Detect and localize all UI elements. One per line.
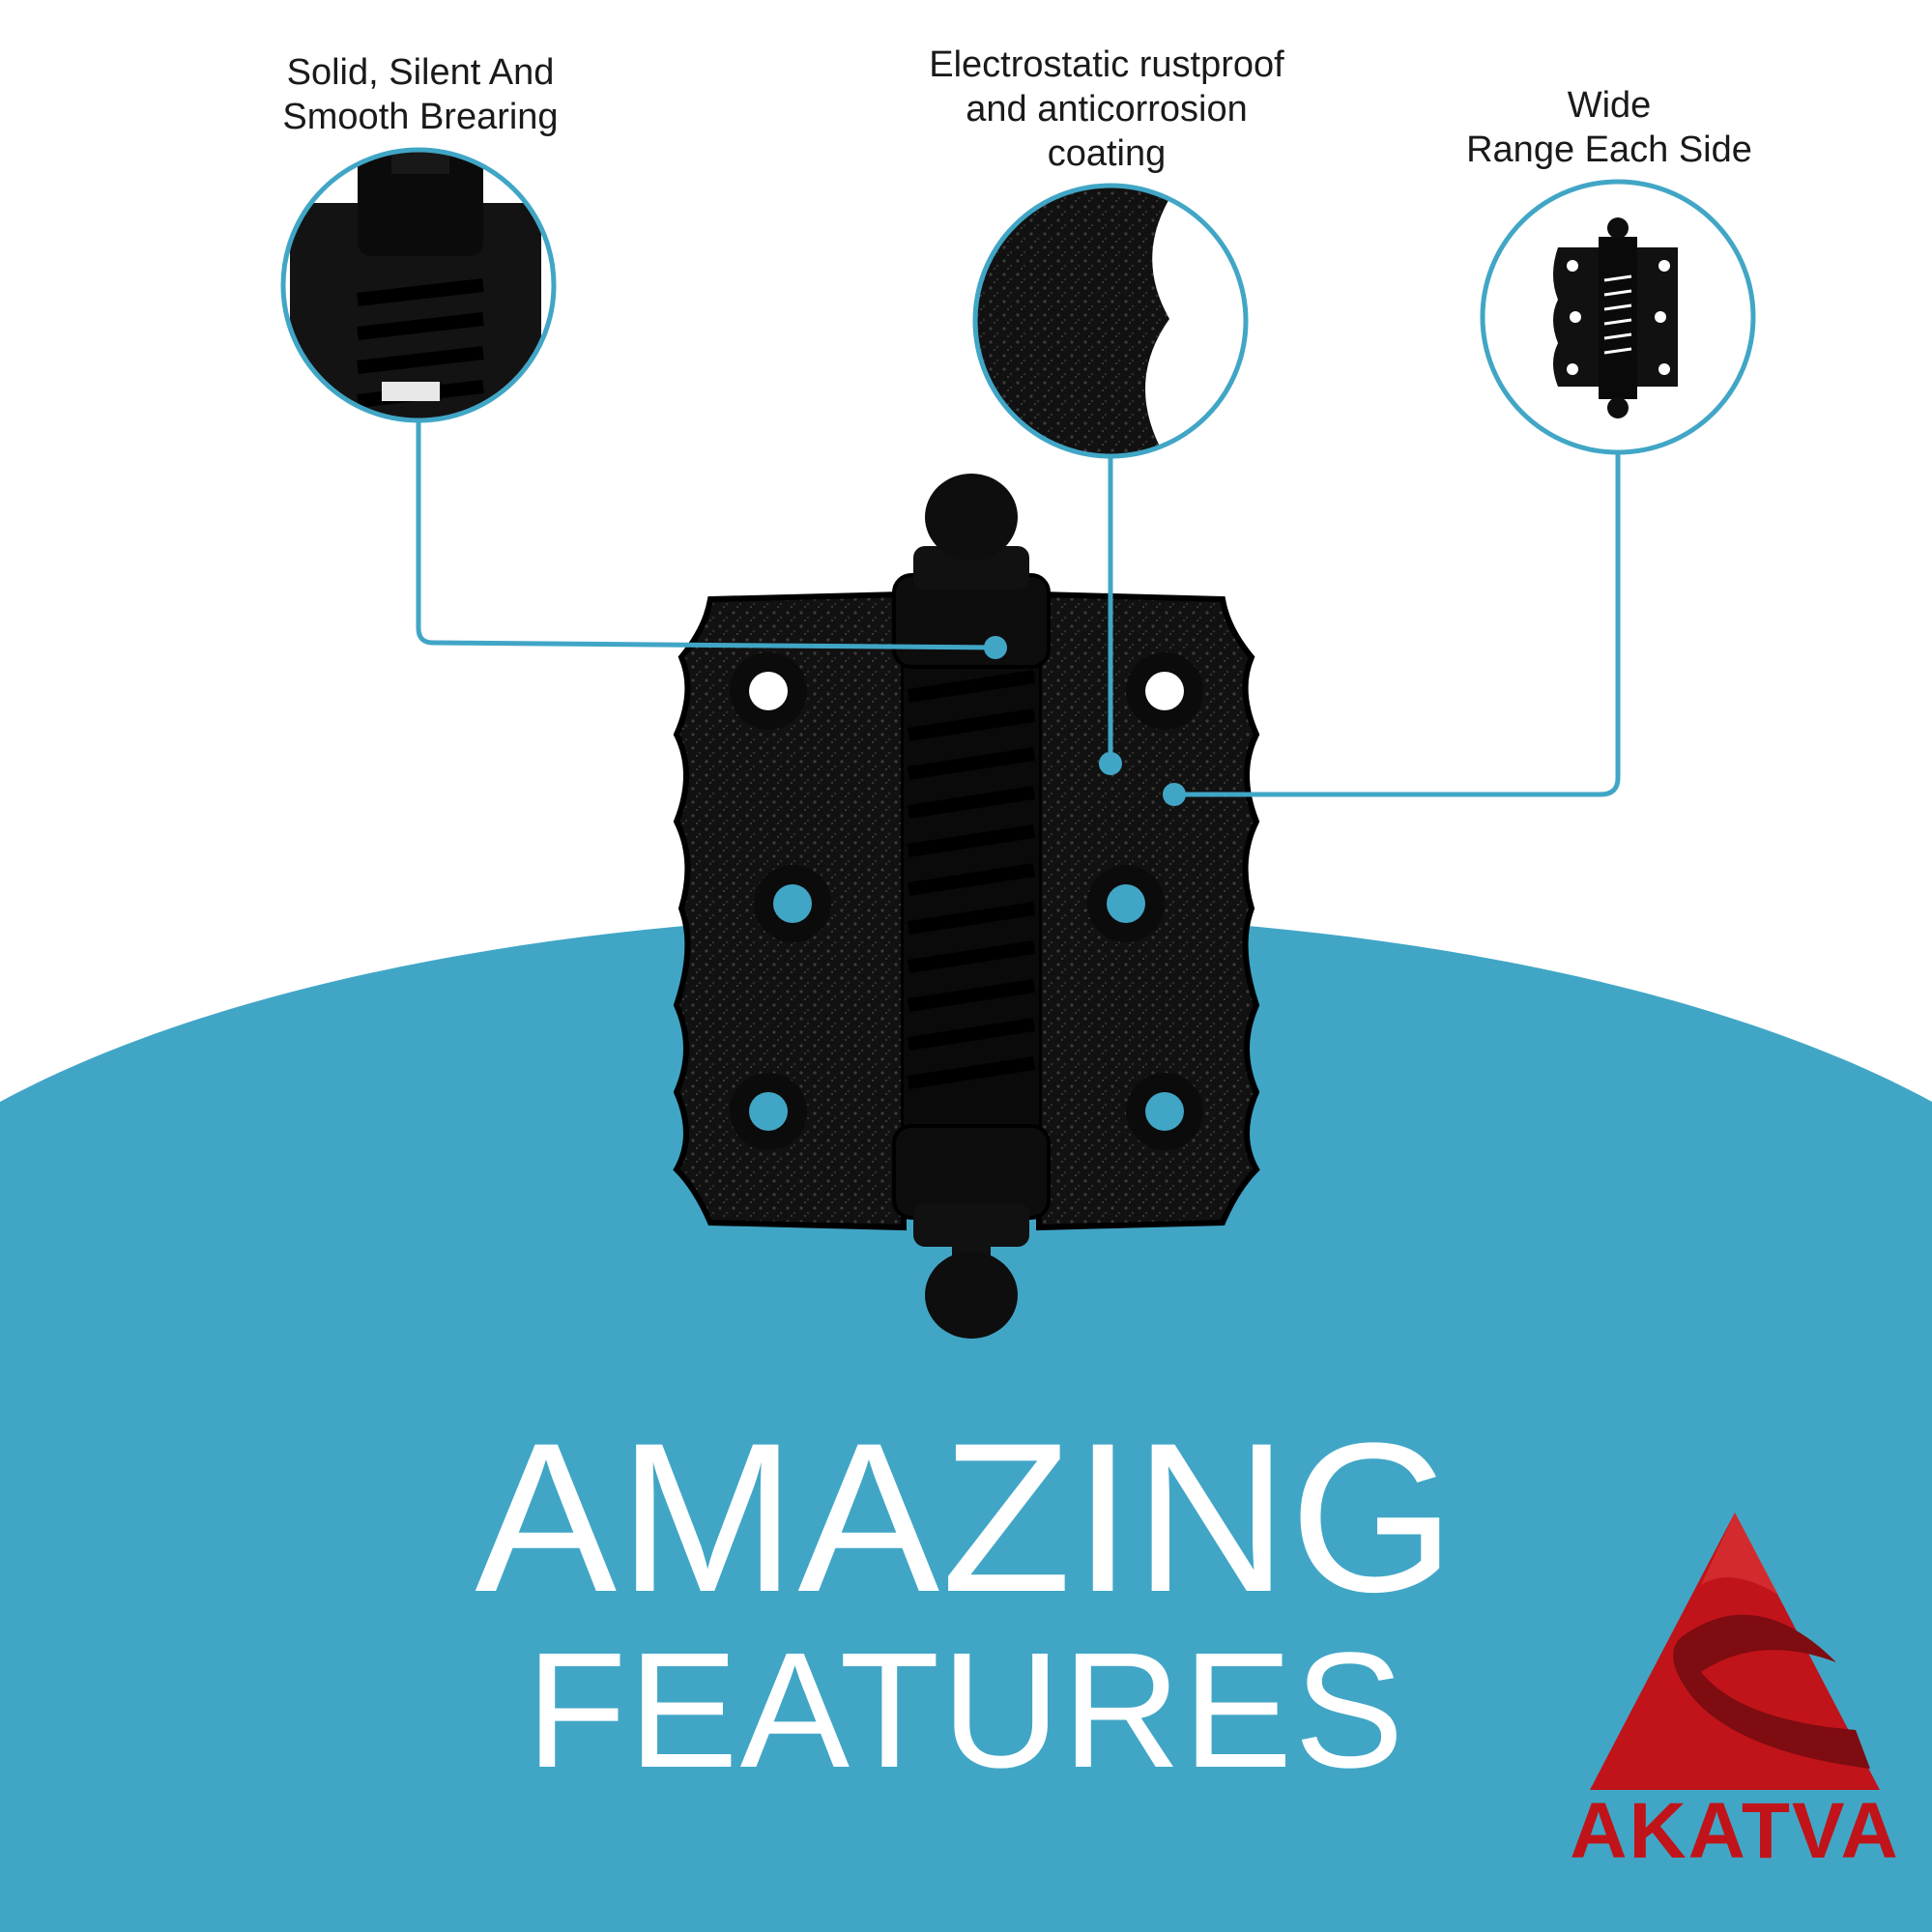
callout-label-line: and anticorrosion — [966, 89, 1248, 130]
range-marker-dot — [1163, 783, 1186, 806]
headline-amazing: AMAZING — [475, 1399, 1457, 1636]
callout-label-line: Wide — [1567, 85, 1652, 126]
headline-features: FEATURES — [526, 1619, 1406, 1802]
callout-label-line: Range Each Side — [1466, 130, 1752, 170]
callout-leader-lines — [416, 420, 1621, 797]
spring-coils — [907, 670, 1036, 1089]
range-zoom-circle — [1480, 179, 1756, 455]
teal-arc-background — [0, 913, 1932, 1932]
bearing-marker-dot — [984, 636, 1007, 659]
small-hinge-icon — [1553, 217, 1678, 418]
akatva-logo-icon — [1590, 1513, 1880, 1790]
coating-zoom-circle — [972, 183, 1249, 459]
callout-label-line: Smooth Brearing — [282, 97, 559, 137]
bearing-zoom-circle — [280, 147, 557, 423]
coating-marker-dot — [1099, 752, 1122, 775]
callout-label-coating: Electrostatic rustproof and anticorrosio… — [875, 43, 1339, 176]
hinge-product-image — [673, 474, 1260, 1339]
callout-label-line: Solid, Silent And — [286, 52, 555, 93]
callout-label-line: Electrostatic rustproof — [929, 44, 1284, 85]
callout-label-line: coating — [1047, 133, 1167, 174]
callout-label-bearing: Solid, Silent And Smooth Brearing — [227, 50, 614, 139]
screw-holes — [730, 652, 1203, 1150]
callout-label-range: Wide Range Each Side — [1416, 83, 1802, 172]
brand-name: AKATVA — [1570, 1787, 1900, 1875]
